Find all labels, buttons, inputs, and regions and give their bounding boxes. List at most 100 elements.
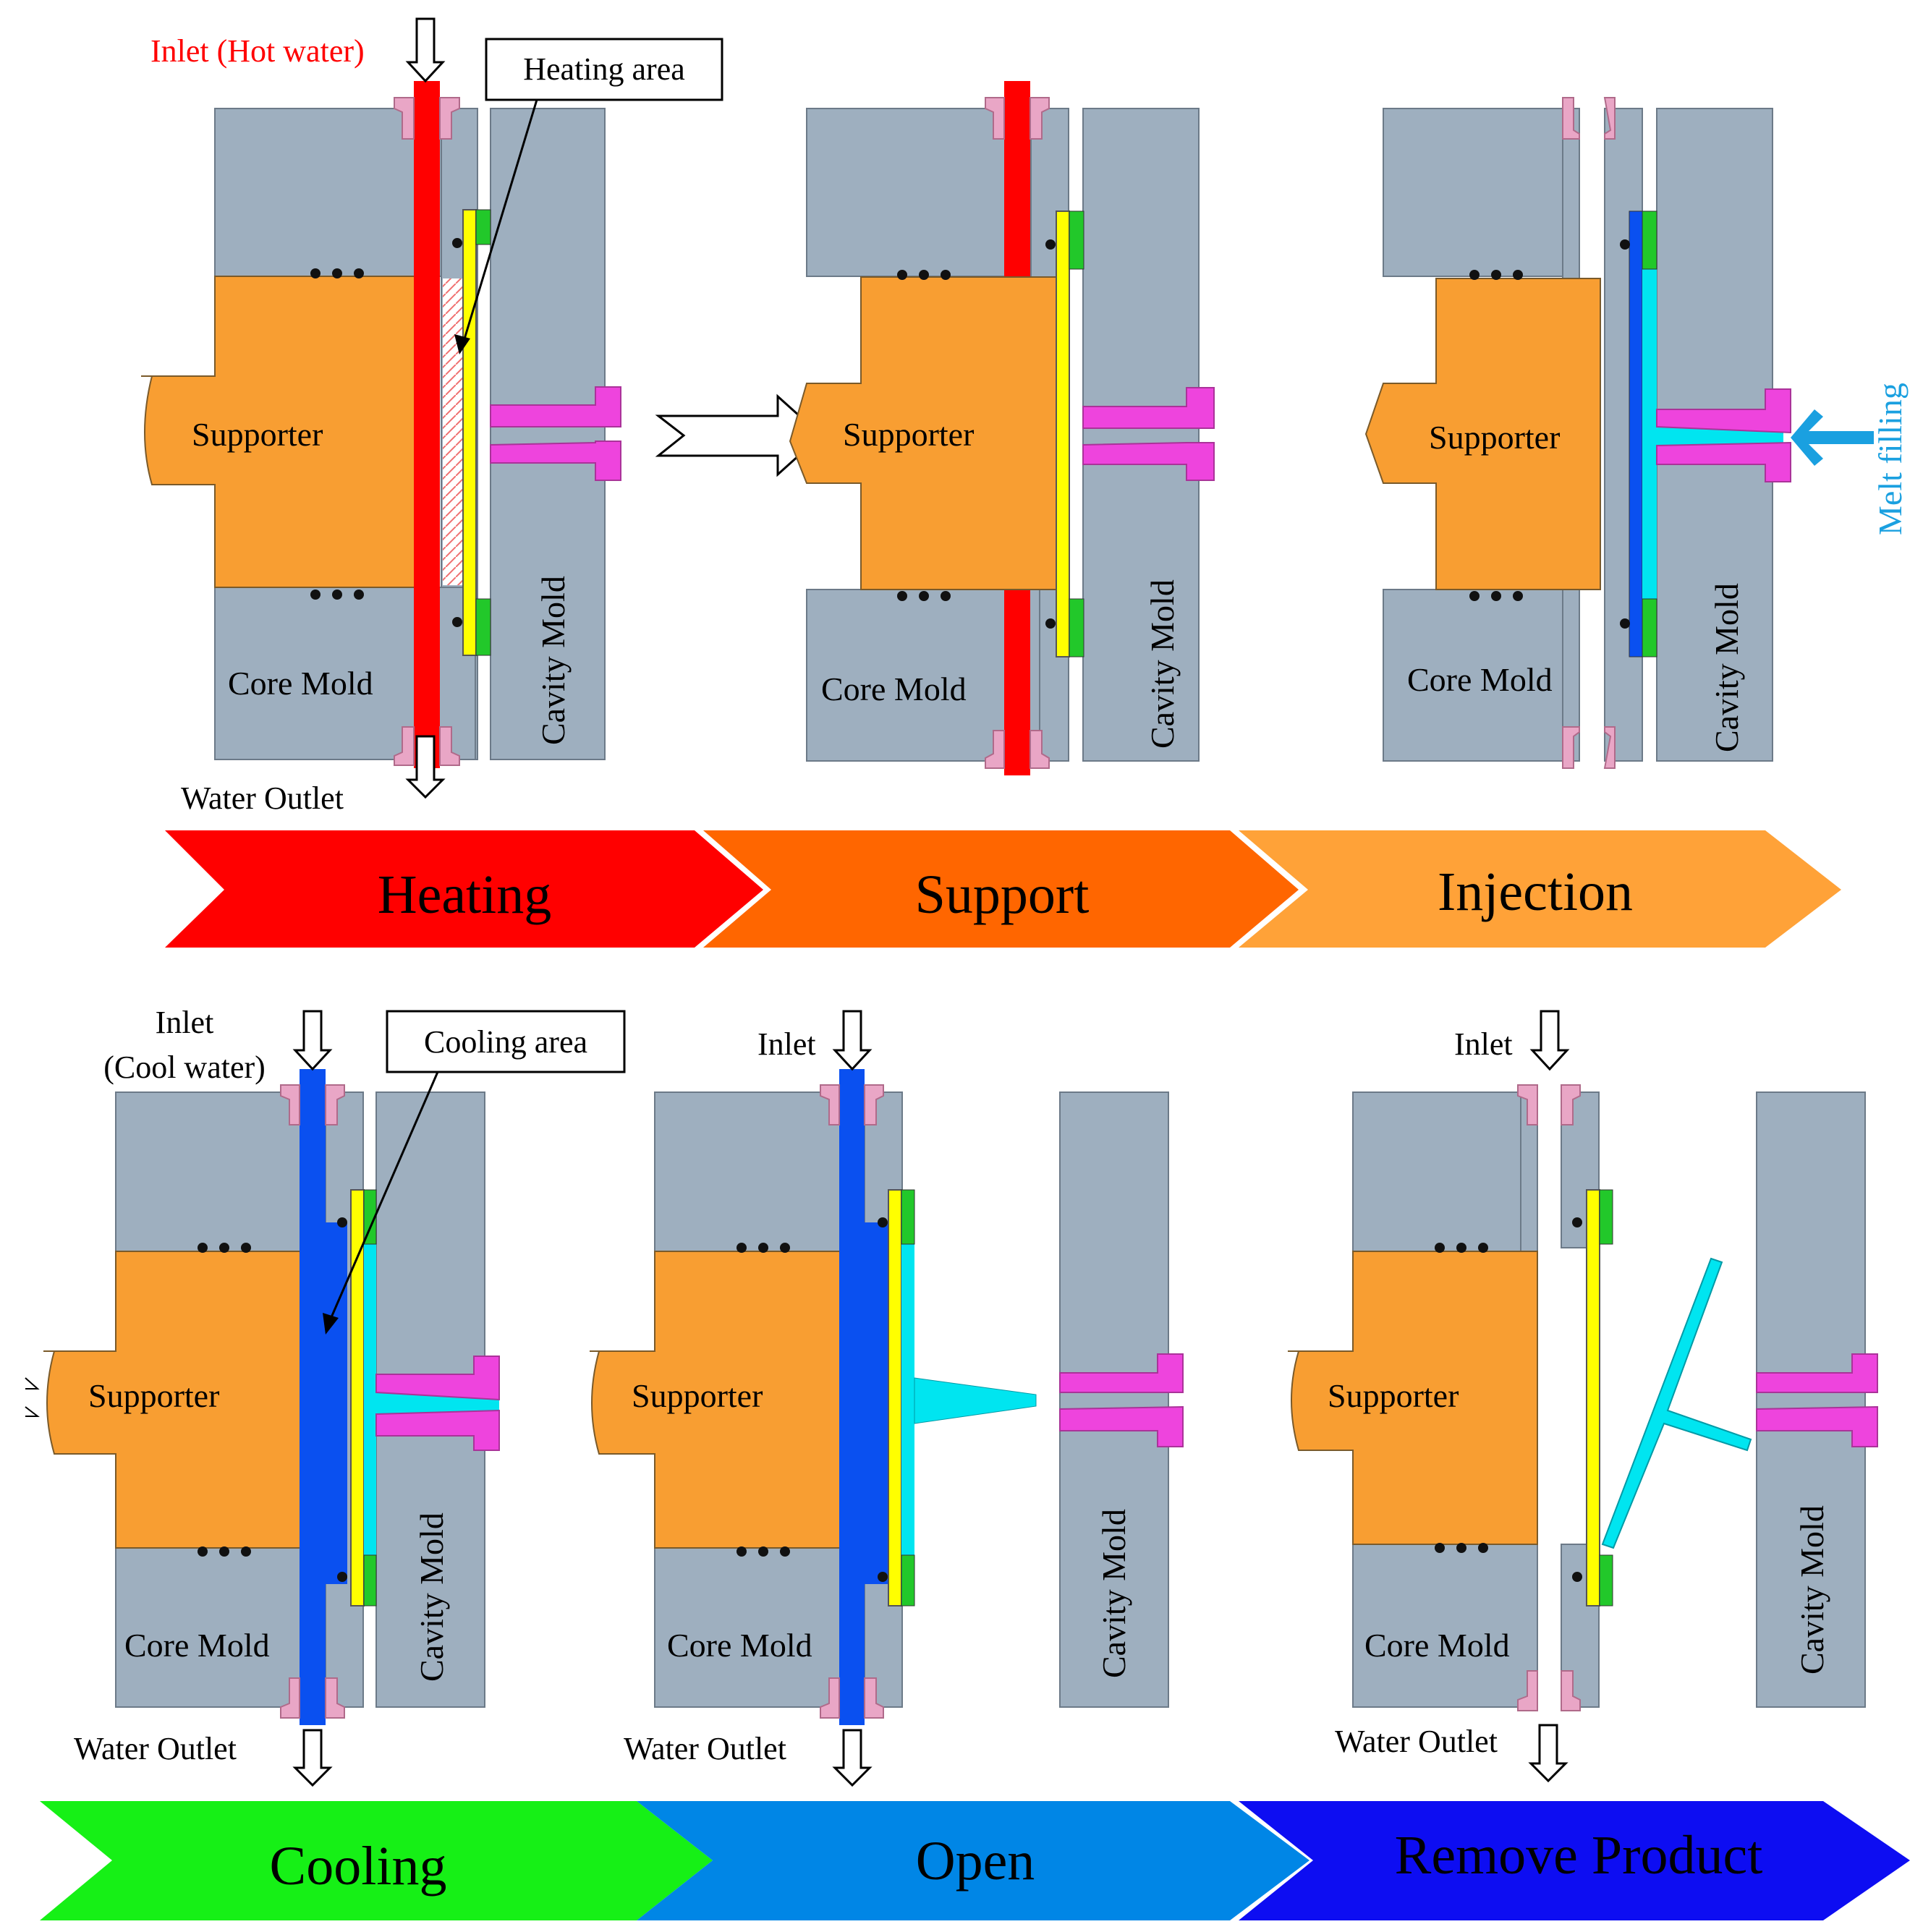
seal-dot (897, 270, 907, 280)
seal-dot (219, 1546, 229, 1557)
insert-film (1056, 210, 1070, 658)
insert-end-top (363, 1189, 377, 1245)
insert-end-bottom (1642, 598, 1657, 658)
cavity-mold (490, 108, 606, 760)
seal-dot (780, 1243, 790, 1253)
seal-dot (897, 591, 907, 601)
callout-leader-head (454, 334, 470, 354)
melt-filling-arrow (1791, 409, 1874, 466)
cavity-mold-label: Cavity Mold (1095, 1509, 1132, 1678)
hot-water-channel[interactable] (414, 81, 440, 768)
water-outlet-label: Water Outlet (1335, 1724, 1498, 1759)
seal-dot (310, 590, 320, 600)
seal-dot (1469, 591, 1480, 601)
supporter-block (1288, 1251, 1538, 1545)
seal-dot (337, 1217, 347, 1227)
cavity-mold (1059, 1091, 1169, 1708)
stage-label-support: Support (915, 864, 1090, 925)
seal-bottom (1517, 1670, 1581, 1711)
stage-arrow-heating (165, 830, 763, 948)
core-mold-lower-left (1352, 1544, 1538, 1708)
seal-dot (1435, 1243, 1445, 1253)
cool-film (1629, 210, 1643, 658)
supporter-block (1364, 278, 1601, 590)
nozzle-top (490, 386, 621, 427)
ejected-product (1601, 1257, 1752, 1549)
insert-end-top (1642, 210, 1657, 270)
seal-top (1517, 1084, 1581, 1125)
nozzle-top (1756, 1353, 1878, 1393)
supporter-block (590, 1251, 865, 1549)
heating-area-callout (485, 38, 723, 101)
melt-filling-label: Melt filling (1872, 383, 1909, 535)
core-mold-label: Core Mold (821, 671, 967, 707)
seal-bottom (1562, 726, 1616, 769)
supporter-label: Supporter (88, 1377, 219, 1414)
insert-film (350, 1189, 365, 1607)
water-outlet-label: Water Outlet (74, 1731, 237, 1766)
seal-dot (354, 590, 364, 600)
stage-label-heating: Heating (378, 864, 552, 925)
stage-banner-row-1: Heating Support Injection (165, 830, 1841, 948)
inlet-label: Inlet (757, 1026, 816, 1062)
insert-end-top (1069, 210, 1084, 270)
panel-support: Supporter Core Mold Cavity Mold (789, 81, 1215, 775)
seal-dot (354, 268, 364, 278)
outlet-arrow (405, 735, 446, 799)
stage-arrow-open (637, 1801, 1309, 1920)
seal-dot (919, 591, 929, 601)
nozzle-top (375, 1356, 500, 1401)
cut-marker (25, 1377, 40, 1417)
callout-leader (328, 1071, 439, 1323)
seal-dot (1513, 270, 1523, 280)
seal-bottom (280, 1677, 345, 1719)
stage-banner-row-2: Cooling Open Remove Product (40, 1801, 1910, 1920)
inlet-label: Inlet (156, 1005, 214, 1040)
supporter-block (141, 276, 417, 588)
inlet-arrow (1529, 1010, 1570, 1071)
outlet-arrow (832, 1729, 873, 1787)
inlet-cool-label: (Cool water) (103, 1050, 266, 1085)
seal-dot (941, 270, 951, 280)
stage-label-remove-product: Remove Product (1395, 1825, 1763, 1886)
stage-label-injection: Injection (1438, 861, 1633, 922)
seal-dot (1620, 239, 1630, 250)
seal-dot (1045, 239, 1056, 250)
nozzle-bottom (1656, 441, 1791, 482)
cool-water-channel[interactable] (839, 1069, 888, 1725)
seal-dot (919, 270, 929, 280)
panel-remove-product: Inlet Supporter Core Mold Cavity Mold Wa… (1288, 1010, 1878, 1783)
seal-dot (736, 1546, 747, 1557)
seal-dot (758, 1243, 768, 1253)
supporter-label: Supporter (192, 416, 323, 453)
inlet-label: Inlet (1454, 1026, 1513, 1062)
core-mold-label: Core Mold (1364, 1627, 1510, 1664)
seal-dot (1491, 270, 1501, 280)
seal-dot (1620, 618, 1630, 629)
seal-bottom (985, 730, 1050, 769)
callout-leader (462, 99, 538, 344)
panel-injection: Melt filling Supporter Core Mold Cavity … (1364, 97, 1909, 769)
transition-arrow (655, 393, 823, 477)
insert-film (888, 1189, 902, 1607)
seal-dot (1435, 1543, 1445, 1553)
insert-end-bottom (475, 598, 491, 656)
cavity-mold-label: Cavity Mold (413, 1512, 450, 1682)
inlet-hot-label: Inlet (Hot water) (150, 33, 365, 69)
seal-dot (736, 1243, 747, 1253)
insert-end-bottom (1599, 1554, 1613, 1607)
stage-label-open: Open (916, 1831, 1035, 1891)
nozzle-bottom (375, 1409, 500, 1451)
melt-product (901, 1244, 914, 1555)
core-mold-lower-left (1383, 589, 1580, 762)
seal-bottom (820, 1677, 884, 1719)
stage-label-cooling: Cooling (270, 1836, 447, 1897)
cool-water-channel[interactable] (300, 1069, 347, 1725)
insert-end-bottom (901, 1554, 915, 1607)
seal-dot (758, 1546, 768, 1557)
inlet-arrow (405, 17, 446, 83)
supporter-label: Supporter (843, 416, 974, 453)
insert-film (462, 209, 477, 656)
seal-dot (1045, 618, 1056, 629)
